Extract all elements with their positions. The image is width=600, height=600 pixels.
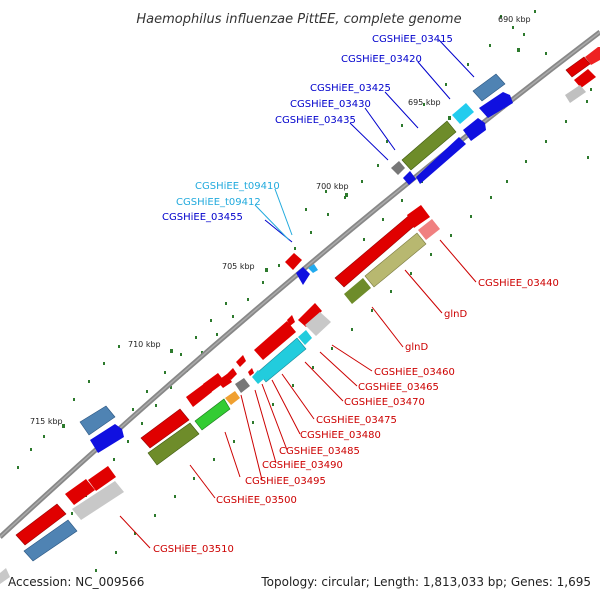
gene-label[interactable]: CGSHiEE_03490 bbox=[262, 460, 343, 471]
gene-block[interactable] bbox=[403, 171, 416, 185]
gene-block[interactable] bbox=[416, 137, 466, 184]
gene-block[interactable] bbox=[305, 312, 331, 336]
gene-label[interactable]: glnD bbox=[405, 342, 428, 353]
gene-block[interactable] bbox=[72, 481, 124, 520]
gene-block[interactable] bbox=[235, 378, 250, 393]
gene-block[interactable] bbox=[479, 92, 513, 118]
gene-label[interactable]: CGSHiEE_03415 bbox=[372, 34, 453, 45]
gene-block[interactable] bbox=[225, 391, 240, 405]
scale-label-705: 705 kbp bbox=[222, 262, 255, 271]
gene-block[interactable] bbox=[364, 232, 427, 288]
gene-label[interactable]: CGSHiEE_03475 bbox=[316, 415, 397, 426]
gene-label[interactable]: glnD bbox=[444, 309, 467, 320]
accession-text: Accession: NC_009566 bbox=[8, 575, 144, 589]
gene-block[interactable] bbox=[391, 161, 405, 175]
gene-block[interactable] bbox=[308, 264, 318, 273]
gene-block[interactable] bbox=[140, 408, 190, 449]
gene-block[interactable] bbox=[0, 568, 10, 584]
gene-block[interactable] bbox=[254, 321, 296, 360]
gene-block[interactable] bbox=[186, 383, 212, 407]
gene-block[interactable] bbox=[298, 330, 312, 345]
gene-cluster-lower bbox=[0, 373, 250, 584]
gene-block[interactable] bbox=[407, 205, 430, 228]
gene-block[interactable] bbox=[90, 424, 124, 453]
gene-label[interactable]: CGSHiEE_t09410 bbox=[195, 181, 280, 192]
gene-label[interactable]: CGSHiEE_t09412 bbox=[176, 197, 261, 208]
gene-block[interactable] bbox=[585, 47, 600, 65]
gene-block[interactable] bbox=[296, 267, 310, 285]
gene-block[interactable] bbox=[472, 73, 506, 102]
gene-block[interactable] bbox=[565, 56, 591, 78]
gene-labels: CGSHiEE_03415 CGSHiEE_03420 CGSHiEE_0342… bbox=[153, 34, 559, 555]
gene-block[interactable] bbox=[452, 103, 474, 124]
gene-label[interactable]: CGSHiEE_03465 bbox=[358, 382, 439, 393]
gene-block[interactable] bbox=[248, 368, 254, 376]
gene-label[interactable]: CGSHiEE_03435 bbox=[275, 115, 356, 126]
topology-summary-text: Topology: circular; Length: 1,813,033 bp… bbox=[260, 575, 591, 589]
gene-block[interactable] bbox=[574, 69, 596, 88]
gene-block[interactable] bbox=[65, 479, 95, 505]
gene-label[interactable]: CGSHiEE_03420 bbox=[341, 54, 422, 65]
gene-label[interactable]: CGSHiEE_03460 bbox=[374, 367, 455, 378]
scale-label-700: 700 kbp bbox=[316, 182, 349, 191]
gene-label[interactable]: CGSHiEE_03430 bbox=[290, 99, 371, 110]
gene-block[interactable] bbox=[217, 374, 232, 388]
gene-label[interactable]: CGSHiEE_03495 bbox=[245, 476, 326, 487]
scale-label-715: 715 kbp bbox=[30, 417, 63, 426]
gene-block[interactable] bbox=[15, 503, 67, 546]
gene-label[interactable]: CGSHiEE_03440 bbox=[478, 278, 559, 289]
gene-block[interactable] bbox=[463, 118, 486, 141]
gene-label[interactable]: CGSHiEE_03455 bbox=[162, 212, 243, 223]
gene-cluster-upper bbox=[391, 47, 600, 185]
scale-label-710: 710 kbp bbox=[128, 340, 161, 349]
scale-label-695: 695 kbp bbox=[408, 98, 441, 107]
gene-block[interactable] bbox=[285, 253, 302, 270]
gene-label[interactable]: CGSHiEE_03500 bbox=[216, 495, 297, 506]
gene-block[interactable] bbox=[252, 370, 265, 384]
gene-label[interactable]: CGSHiEE_03470 bbox=[344, 397, 425, 408]
gene-block[interactable] bbox=[23, 519, 78, 562]
gene-block[interactable] bbox=[194, 398, 231, 431]
gene-label[interactable]: CGSHiEE_03480 bbox=[300, 430, 381, 441]
gene-block[interactable] bbox=[418, 219, 440, 240]
gene-label[interactable]: CGSHiEE_03485 bbox=[279, 446, 360, 457]
gene-block[interactable] bbox=[79, 405, 116, 436]
gene-block[interactable] bbox=[344, 278, 371, 304]
gene-block[interactable] bbox=[287, 315, 295, 326]
gene-block[interactable] bbox=[88, 466, 116, 491]
gene-block[interactable] bbox=[147, 422, 200, 466]
leader-lines bbox=[119, 39, 477, 549]
gene-cluster-middle bbox=[226, 205, 440, 384]
gene-block[interactable] bbox=[298, 303, 322, 327]
map-title: Haemophilus influenzae PittEE, complete … bbox=[136, 12, 461, 27]
gene-block[interactable] bbox=[565, 85, 586, 103]
gene-block[interactable] bbox=[236, 355, 246, 367]
gene-label[interactable]: CGSHiEE_03510 bbox=[153, 544, 234, 555]
scale-label-690: 690 kbp bbox=[498, 15, 531, 24]
gene-block[interactable] bbox=[401, 120, 457, 171]
gene-label[interactable]: CGSHiEE_03425 bbox=[310, 83, 391, 94]
gene-block[interactable] bbox=[203, 373, 225, 393]
